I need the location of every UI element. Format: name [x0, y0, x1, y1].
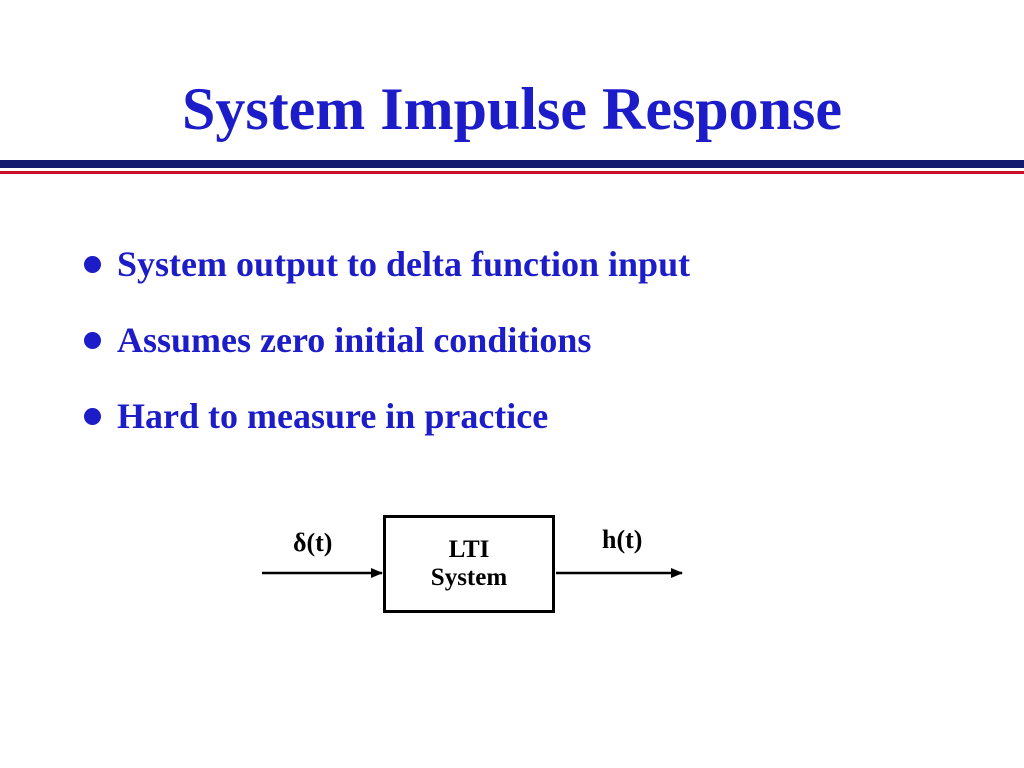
bullet-dot-icon — [84, 255, 101, 273]
title-divider-blue — [0, 160, 1024, 168]
input-signal-label: δ(t) — [293, 528, 333, 557]
bullet-list: System output to delta function input As… — [84, 240, 690, 468]
output-signal-label: h(t) — [602, 525, 643, 554]
slide-title: System Impulse Response — [181, 76, 843, 142]
bullet-dot-icon — [84, 407, 101, 425]
bullet-item: System output to delta function input — [84, 240, 690, 288]
bullet-item: Hard to measure in practice — [84, 392, 690, 440]
bullet-text: Assumes zero initial conditions — [117, 320, 592, 360]
block-label-line1: LTI — [448, 536, 490, 563]
title-divider-red — [0, 171, 1024, 174]
bullet-text: Hard to measure in practice — [117, 396, 549, 436]
block-label-line2: System — [430, 564, 508, 591]
bullet-dot-icon — [84, 331, 101, 349]
lti-system-block: LTI System — [383, 515, 555, 613]
bullet-item: Assumes zero initial conditions — [84, 316, 690, 364]
bullet-text: System output to delta function input — [117, 244, 691, 284]
